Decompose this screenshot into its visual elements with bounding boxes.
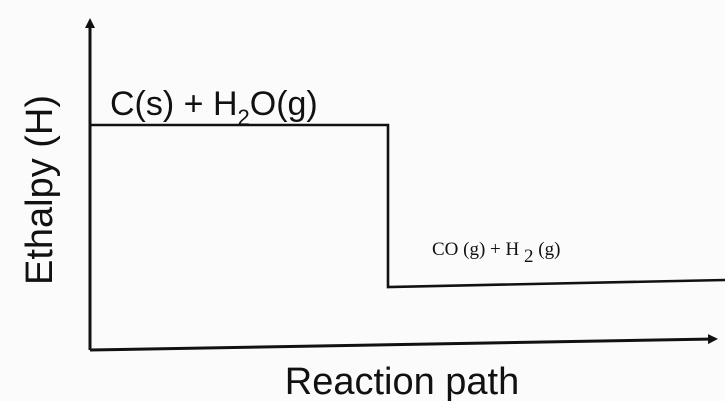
y-axis-label: Ethalpy (H) [19,95,61,285]
x-axis [89,334,718,352]
x-axis-label: Reaction path [285,361,520,401]
products-label: CO (g) + H 2 (g) [432,239,560,267]
reactants-label: C(s) + H2O(g) [110,85,318,130]
enthalpy-path [90,123,725,289]
